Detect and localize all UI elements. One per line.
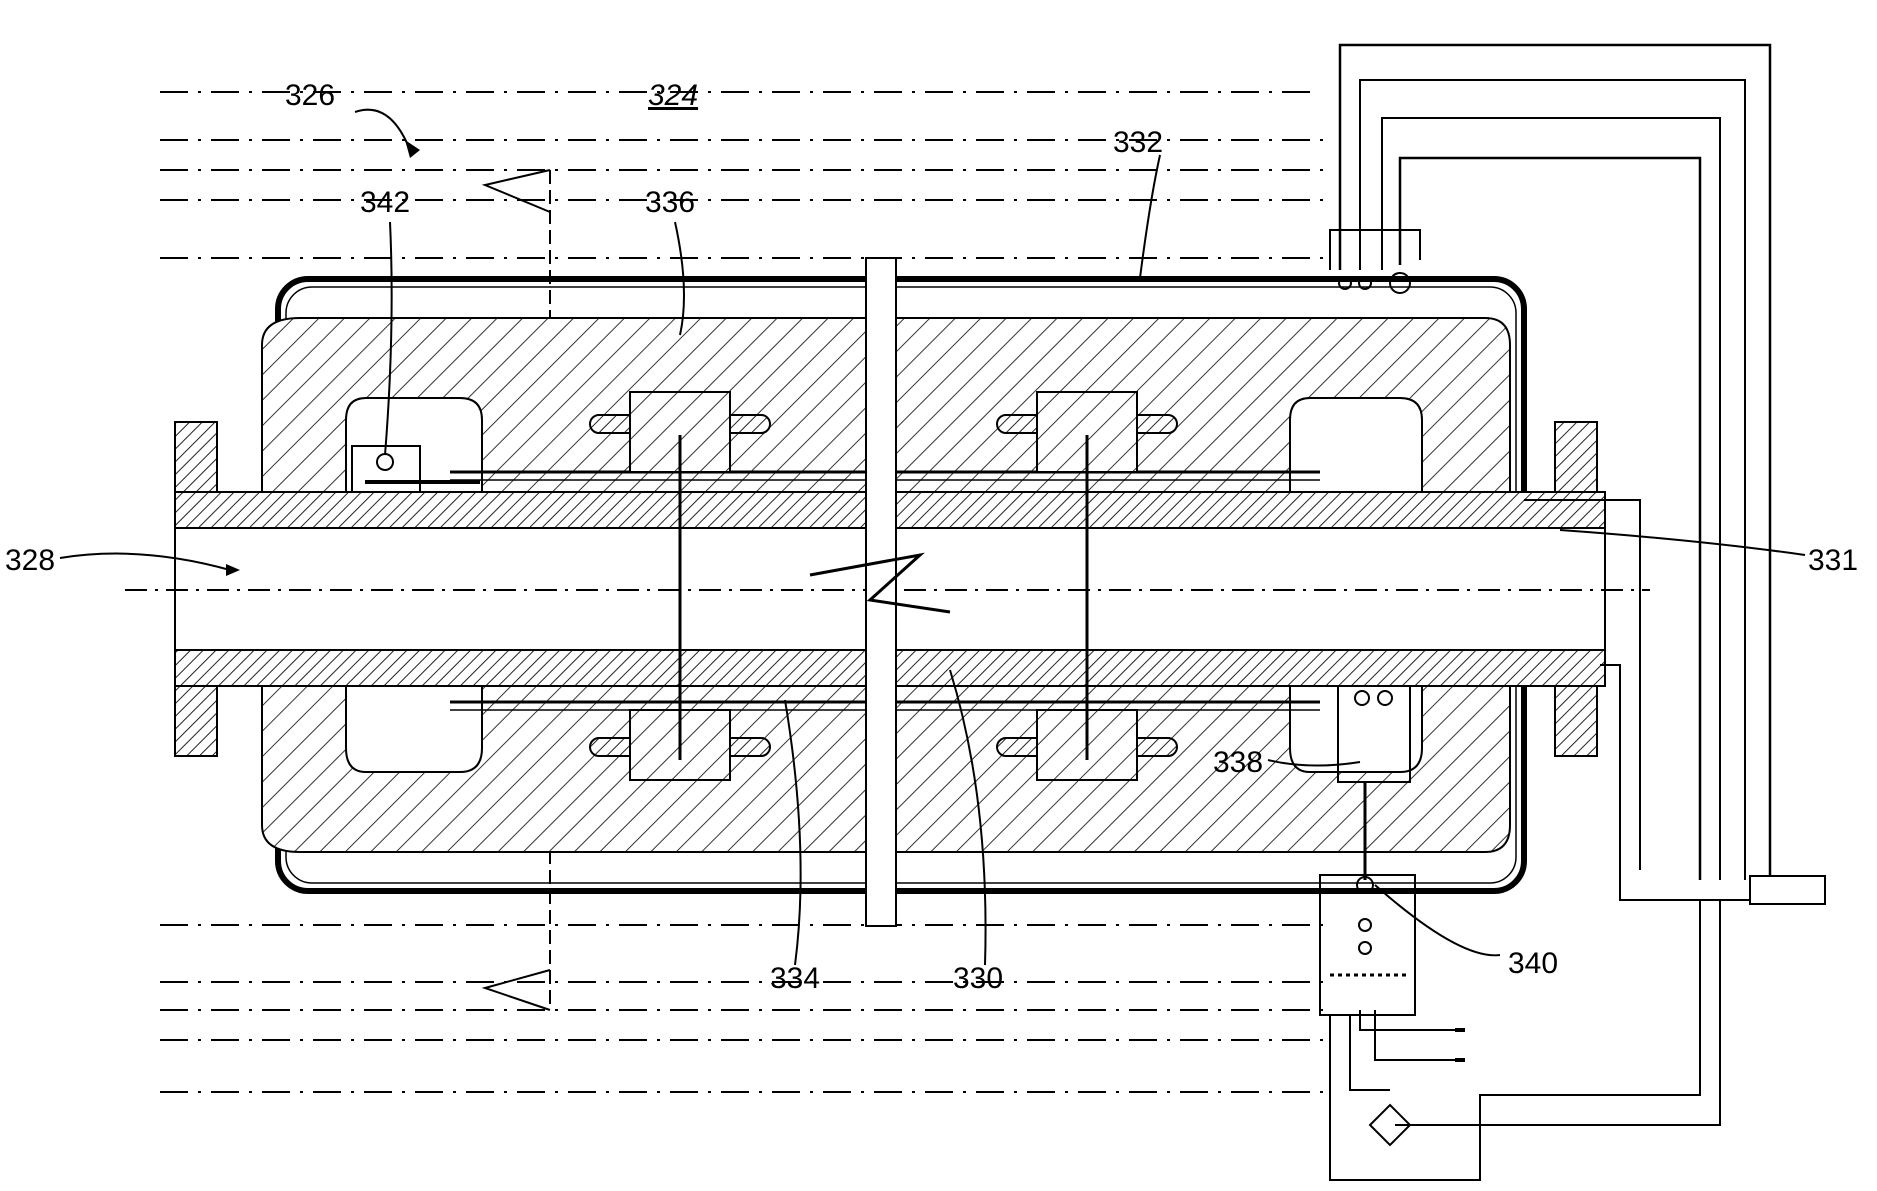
sensor-342 xyxy=(352,446,480,492)
leader-340 xyxy=(1375,885,1500,955)
leader-326 xyxy=(355,110,410,150)
label-324: 324 xyxy=(648,79,698,112)
label-326: 326 xyxy=(285,79,335,112)
flange-left-bottom xyxy=(175,686,217,756)
flange-right-bottom xyxy=(1555,686,1597,756)
label-332: 332 xyxy=(1113,126,1163,159)
label-334: 334 xyxy=(770,962,820,995)
flange-left-top xyxy=(175,422,217,492)
label-340: 340 xyxy=(1508,947,1558,980)
label-336: 336 xyxy=(645,186,695,219)
label-338: 338 xyxy=(1213,746,1263,779)
junction-340 xyxy=(1320,875,1720,1180)
label-330: 330 xyxy=(953,962,1003,995)
label-342: 342 xyxy=(360,186,410,219)
label-328: 328 xyxy=(5,544,55,577)
flange-right-top xyxy=(1555,422,1597,492)
leader-332 xyxy=(1140,155,1160,278)
label-331: 331 xyxy=(1808,544,1858,577)
